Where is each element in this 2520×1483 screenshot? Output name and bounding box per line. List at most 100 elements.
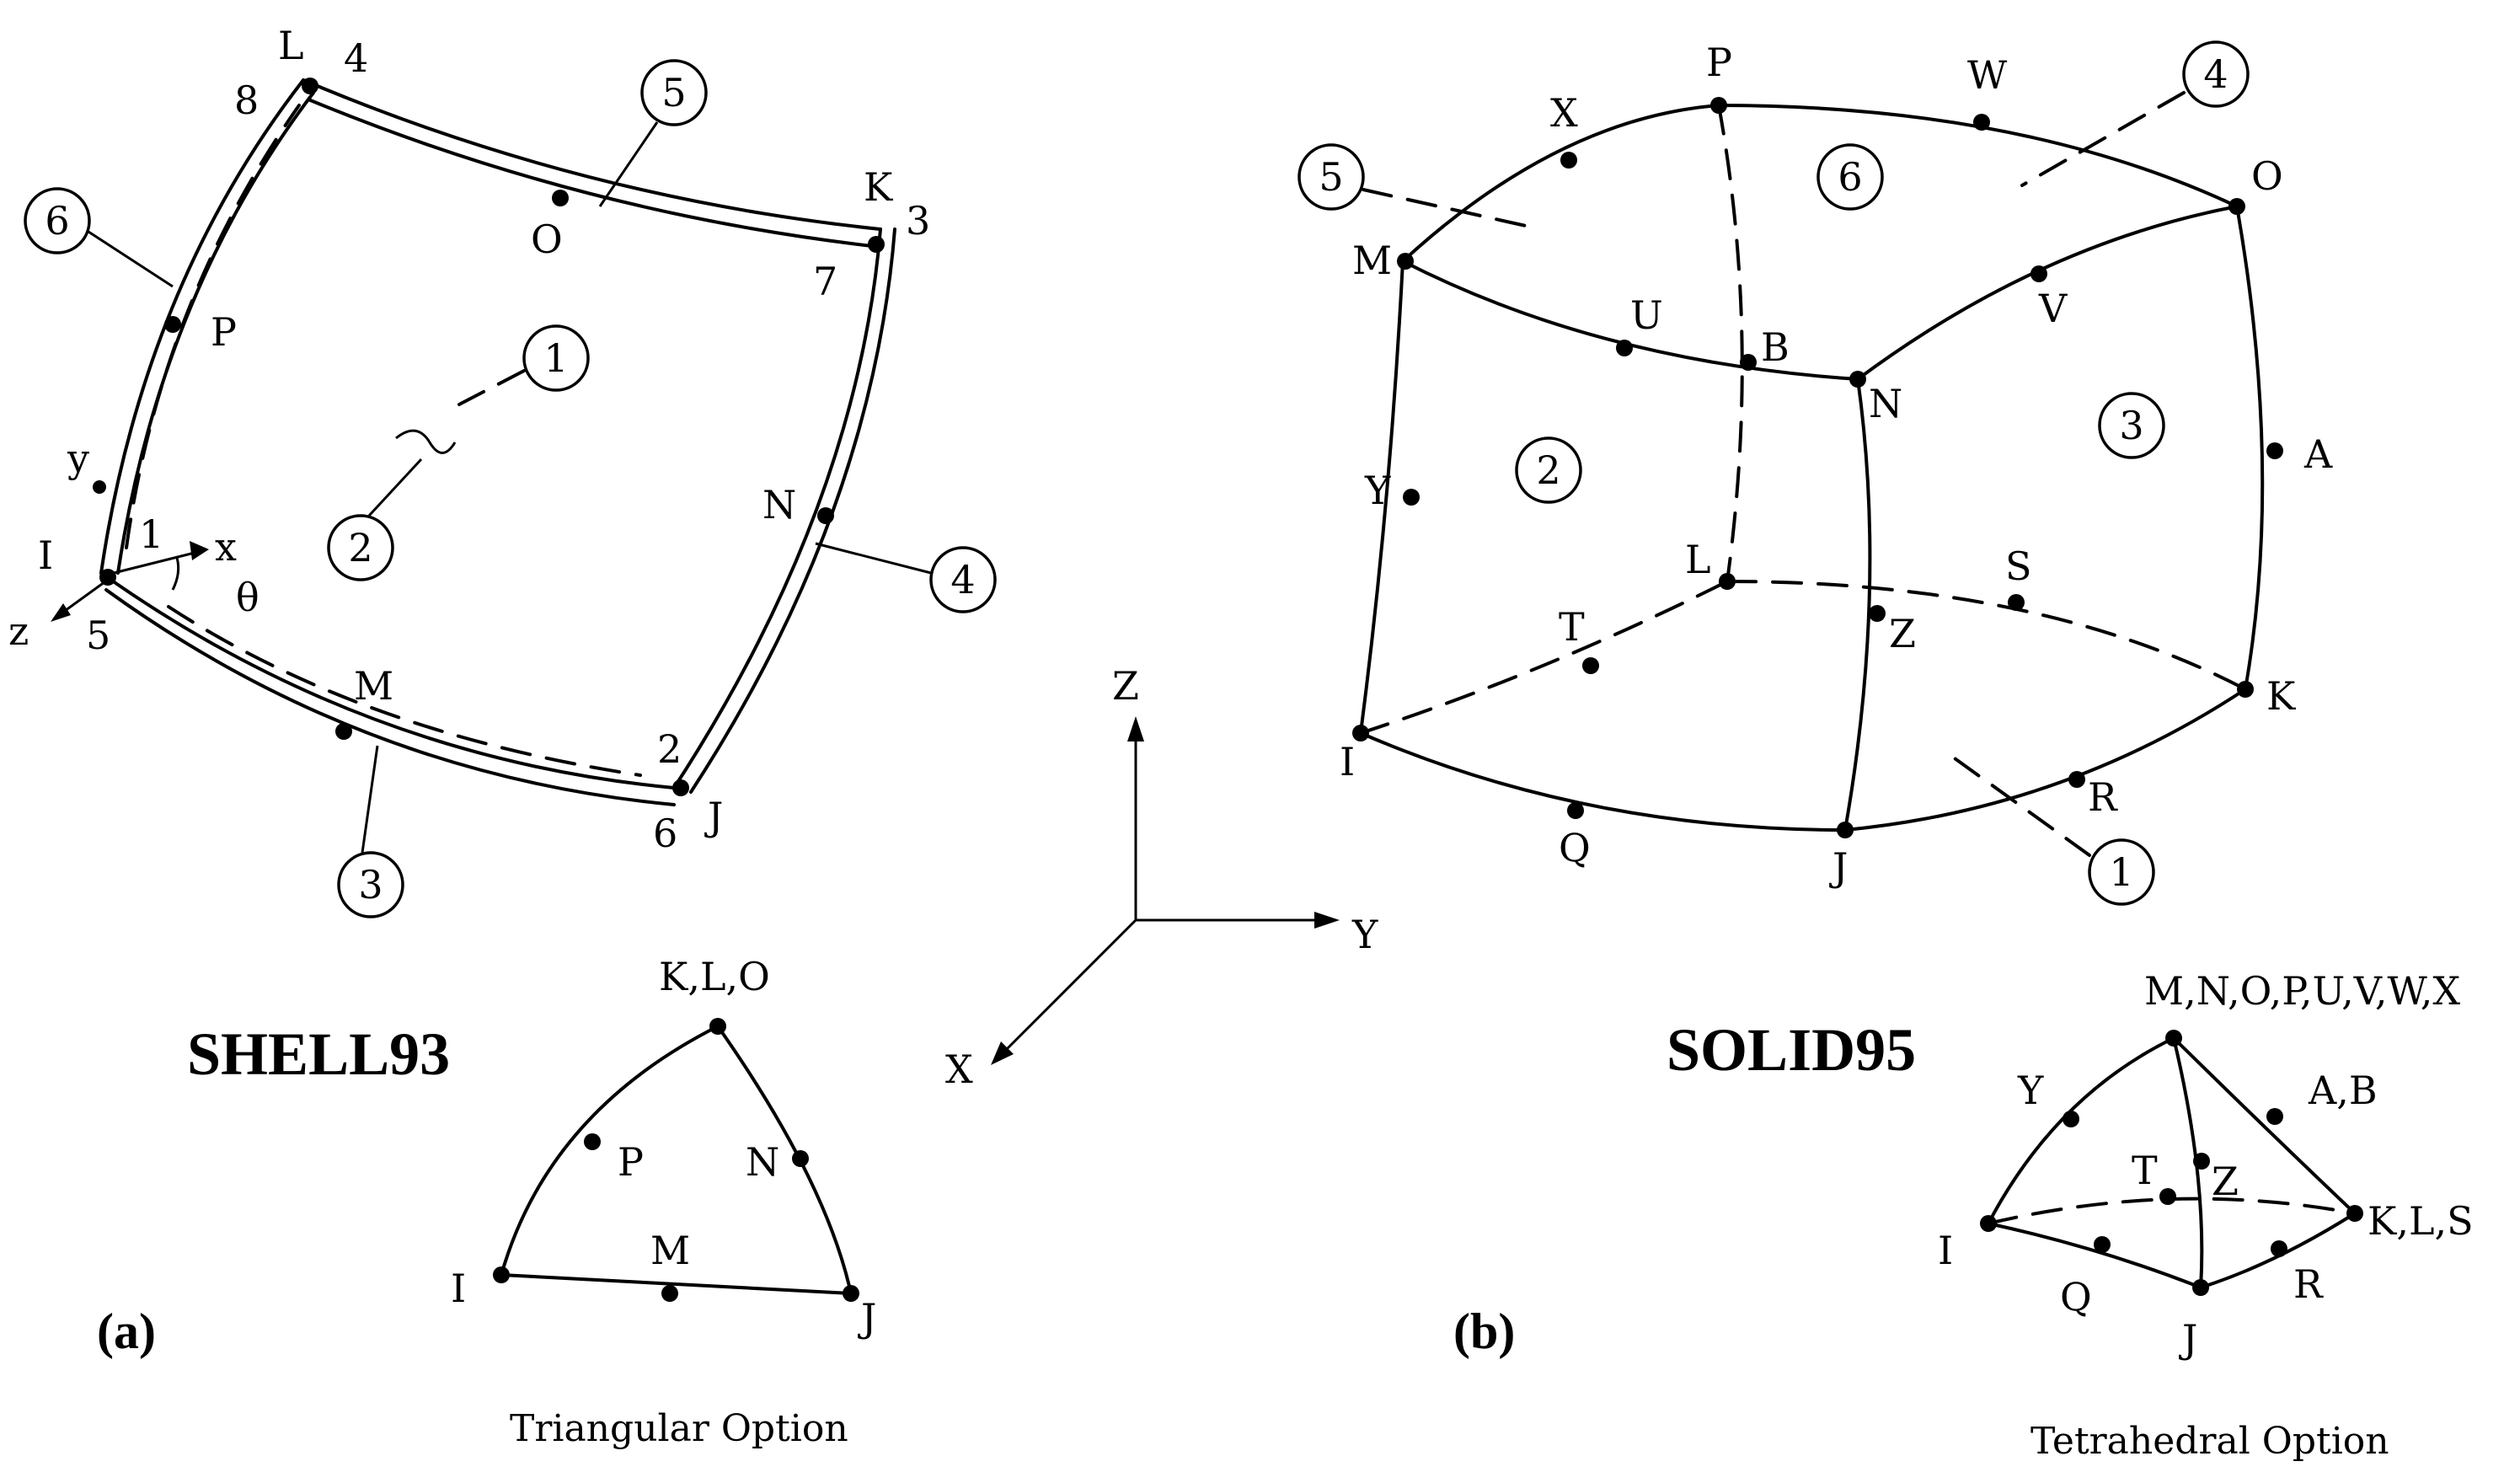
tet-node-top: [2165, 1030, 2182, 1047]
tet-label-top: M,N,O,P,U,V,W,X: [2144, 968, 2460, 1014]
shell-node-y: [93, 480, 106, 494]
solid-label-R: R: [2088, 774, 2118, 820]
tri-label-top: K,L,O: [659, 954, 770, 999]
solid-face-3-circle: [2098, 392, 2165, 459]
tet-label-R: R: [2293, 1261, 2324, 1307]
solid-face-2-circle: [1515, 436, 1582, 504]
solid-face-1-circle: [2088, 838, 2155, 906]
shell-midsurface-bottom: [167, 605, 642, 777]
shell-number-7: 7: [813, 259, 837, 304]
shell-node-K: [868, 236, 885, 253]
shell-node-O: [552, 190, 569, 206]
shell-edge-top: [302, 78, 882, 231]
solid-label-V: V: [2038, 286, 2068, 331]
shell-face-5-leader: [598, 121, 659, 207]
solid-node-X: [1560, 152, 1577, 169]
tet-label-I: I: [1938, 1228, 1953, 1273]
solid-edge-JK: [1843, 688, 2247, 832]
shell-axis-x-label: x: [215, 524, 237, 570]
shell-label-I: I: [38, 533, 53, 578]
solid-label-J: J: [1829, 844, 1848, 890]
shell-face-2-leader: [367, 458, 423, 517]
tet-node-T: [2159, 1188, 2176, 1205]
solid-node-Q: [1567, 802, 1584, 819]
solid-edge-NJ: [1843, 377, 1872, 832]
solid-label-Y: Y: [1364, 468, 1391, 513]
solid-face-5-label: 5: [1319, 154, 1343, 200]
tri-node-I: [493, 1266, 510, 1283]
solid-node-W: [1973, 114, 1990, 131]
solid-label-O: O: [2251, 153, 2283, 199]
tet-label-Q: Q: [2060, 1274, 2092, 1320]
solid-hidden-LK: [1725, 580, 2247, 691]
tet-label-KLS: K,L,S: [2368, 1198, 2474, 1244]
tet-node-R: [2271, 1240, 2287, 1257]
shell-edge-top-inner: [307, 98, 874, 248]
solid-label-I: I: [1340, 739, 1355, 784]
solid-face-4-label: 4: [2203, 51, 2228, 97]
solid-edge-MN: [1401, 260, 1859, 381]
tet-node-AB: [2266, 1108, 2283, 1125]
solid-label-K: K: [2266, 673, 2297, 719]
solid-node-O: [2228, 198, 2245, 215]
shell-face-5-label: 5: [661, 70, 686, 115]
shell-face-6-label: 6: [45, 198, 69, 244]
shell-node-N: [817, 507, 834, 524]
solid-node-B: [1740, 354, 1757, 371]
solid-edge-IJ: [1359, 731, 1847, 832]
solid-face-5-leader: [1362, 188, 1535, 229]
global-axes: Z Y X: [945, 663, 1378, 1092]
shell-face-5-circle: [640, 59, 708, 126]
shell-edge-left: [99, 78, 305, 575]
solid-node-U: [1616, 340, 1633, 356]
shell-number-4: 4: [344, 35, 368, 81]
tet-node-Y: [2063, 1111, 2079, 1127]
shell-edge-right: [672, 228, 882, 790]
shell-face-1-symbol: [395, 429, 457, 454]
shell-face-6-circle: [24, 187, 91, 254]
tet-edge-IJ: [1987, 1222, 2202, 1289]
shell-axis-z-arrowhead: [51, 603, 71, 622]
tri-label-I: I: [451, 1266, 466, 1311]
shell-label-K: K: [864, 164, 894, 210]
shell-number-5: 5: [86, 613, 110, 658]
solid-node-T: [1582, 657, 1599, 674]
shell-face-4-label: 4: [950, 557, 975, 602]
panel-a-tag: (a): [97, 1304, 156, 1359]
tri-edge-right: [716, 1025, 853, 1295]
global-axis-z-label: Z: [1112, 663, 1139, 709]
solid-label-W: W: [1967, 52, 2008, 98]
solid-node-A: [2266, 442, 2283, 459]
tet-label-J: J: [2179, 1316, 2197, 1362]
shell-node-M: [335, 723, 352, 740]
tet-caption: Tetrahedral Option: [2030, 1420, 2389, 1463]
global-axis-x: [1001, 918, 1137, 1055]
shell-edge-bottom: [99, 571, 676, 790]
tri-label-J: J: [858, 1295, 876, 1341]
tet-edge-MJ: [2172, 1036, 2204, 1289]
shell-face-1-label: 1: [543, 335, 568, 381]
shell-label-J: J: [704, 794, 723, 839]
shell-midsurface-left: [125, 104, 301, 549]
tri-node-M: [661, 1285, 678, 1302]
shell-face-3-label: 3: [358, 862, 383, 907]
solid-label-Q: Q: [1559, 825, 1591, 870]
shell-face-4-circle: [929, 546, 997, 613]
global-axis-x-label: X: [945, 1047, 973, 1092]
solid-face-6-label: 6: [1838, 154, 1862, 200]
shell-axis-z-arrow: [58, 578, 109, 617]
solid-face-2-label: 2: [1536, 447, 1560, 493]
tet-label-AB: A,B: [2308, 1068, 2378, 1113]
global-axis-y-arrowhead: [1314, 912, 1340, 929]
shell-axis-x-arrowhead: [190, 541, 209, 560]
solid-node-N: [1849, 371, 1866, 388]
shell-face-2-circle: [327, 514, 394, 581]
solid-face-4-leader: [2020, 91, 2186, 187]
solid-hidden-PL: [1717, 104, 1744, 583]
solid-node-L: [1719, 573, 1736, 590]
solid-hidden-IL: [1359, 580, 1729, 735]
shell-node-J: [672, 779, 689, 796]
solid-label-P: P: [1706, 40, 1732, 85]
tri-edge-bottom: [500, 1273, 853, 1295]
solid-edge-MI: [1359, 260, 1404, 735]
